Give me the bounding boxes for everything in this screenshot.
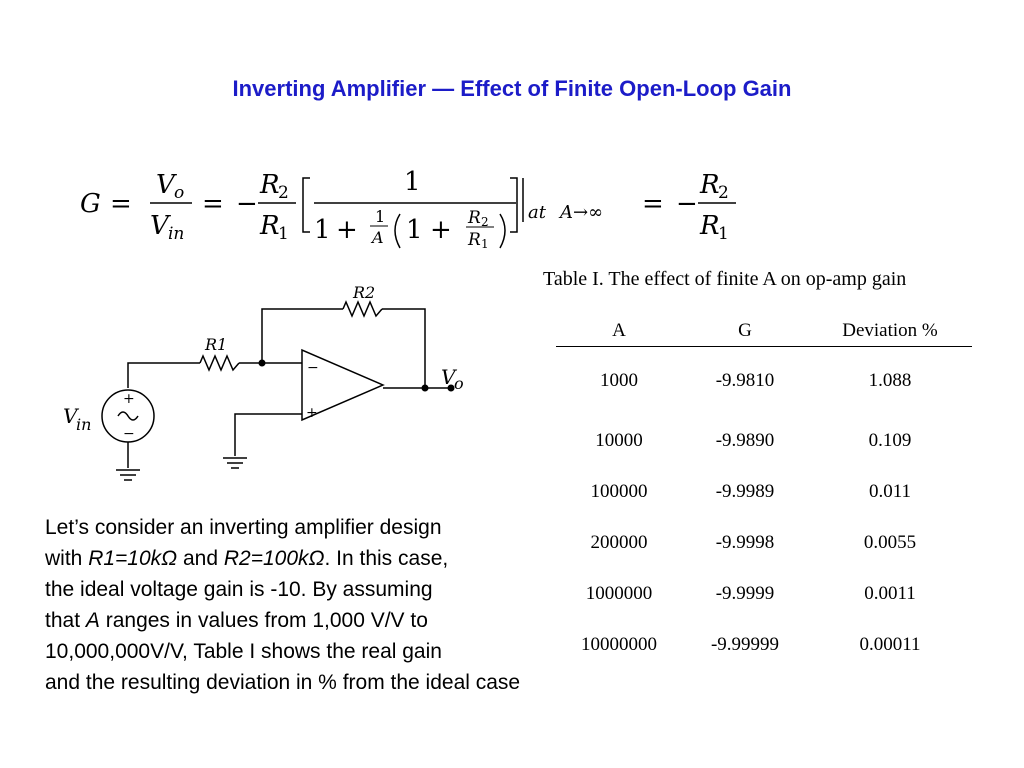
cell-a: 1000000: [585, 582, 653, 604]
inverting-amplifier-schematic: R2 R1 V in V o − + + −: [63, 283, 464, 481]
formula-minus2: −: [676, 189, 698, 219]
formula-r1-sub: 1: [278, 224, 289, 244]
cell-g: -9.9998: [715, 531, 775, 553]
gain-formula: G = V o V in = − R 2 R 1 1 1 + 1 A 1 + R…: [80, 167, 736, 251]
cell-a: 200000: [590, 531, 648, 553]
r2-resistor: [342, 300, 383, 318]
r1-value: R1=10kΩ: [88, 547, 178, 570]
formula-small-a: A: [370, 228, 384, 247]
table-caption: Table I. The effect of finite A on op-am…: [543, 268, 907, 290]
formula-r2-sub: 2: [278, 183, 289, 203]
cell-g: -9.9890: [715, 429, 775, 451]
cell-g: -9.99999: [710, 633, 780, 655]
body-line-4: that A ranges in values from 1,000 V/V t…: [45, 609, 428, 632]
formula-r2b: R: [699, 170, 720, 200]
formula-den-one: 1: [314, 215, 331, 245]
body-line-6: and the resulting deviation in % from th…: [45, 671, 521, 694]
formula-at: at: [528, 202, 547, 223]
r2-value: R2=100kΩ: [223, 547, 325, 570]
cell-deviation: 0.011: [868, 480, 912, 502]
cell-g: -9.9999: [715, 582, 775, 604]
cell-deviation: 0.0011: [864, 582, 916, 604]
junction-dot: [258, 359, 266, 367]
explanation-paragraph: Let’s consider an inverting amplifier de…: [45, 512, 645, 698]
op-amp-triangle: [301, 348, 385, 422]
formula-r1b-sub: 1: [718, 224, 729, 244]
cell-deviation: 1.088: [868, 370, 912, 391]
body-line-5: 10,000,000V/V, Table I shows the real ga…: [45, 640, 442, 663]
cell-a: 10000: [595, 429, 643, 451]
table-row: 1000 -9.9810 1.088: [556, 347, 972, 416]
formula-small-one: 1: [375, 207, 385, 226]
body-line-3: the ideal voltage gain is -10. By assumi…: [45, 578, 433, 601]
feedback-wire: [261, 308, 343, 363]
source-plus-sign: +: [123, 391, 135, 407]
formula-r1-small: R: [467, 230, 481, 250]
body-line-2: with R1=10kΩ and R2=100kΩ. In this case,: [45, 547, 449, 570]
output-terminal: [447, 384, 455, 392]
formula-eq3: =: [642, 189, 664, 219]
formula-r1-small-sub: 1: [481, 237, 489, 251]
formula-vo-sub: o: [174, 183, 184, 203]
r1-label: R1: [204, 335, 227, 354]
cell-deviation: 0.109: [868, 429, 912, 451]
minus-input-sign: −: [307, 360, 319, 376]
formula-vin: V: [150, 211, 171, 241]
table-row: 1000000 -9.9999 0.0011: [556, 568, 972, 619]
formula-vin-sub: in: [168, 224, 184, 244]
formula-eq2: =: [202, 189, 224, 219]
slide-title: Inverting Amplifier — Effect of Finite O…: [232, 76, 792, 101]
formula-plus1: +: [336, 215, 358, 245]
vo-sub: o: [454, 374, 464, 393]
table-row: 200000 -9.9998 0.0055: [556, 517, 972, 568]
vo-label: V: [441, 365, 458, 389]
cell-deviation: 0.00011: [859, 633, 921, 655]
formula-r1b: R: [699, 211, 720, 241]
header-deviation: Deviation %: [808, 316, 972, 347]
formula-minus1: −: [236, 189, 258, 219]
formula-r2-small: R: [467, 208, 481, 228]
plus-input-sign: +: [306, 405, 318, 421]
cell-a: 1000: [600, 370, 638, 391]
vin-sub: in: [76, 415, 91, 434]
table-row: 10000 -9.9890 0.109: [556, 415, 972, 466]
r2-label: R2: [352, 283, 375, 302]
formula-r2-small-sub: 2: [481, 215, 489, 229]
formula-g: G: [80, 189, 101, 219]
cell-g: -9.9810: [715, 370, 775, 391]
input-wire: [127, 362, 200, 388]
formula-eq1: =: [110, 189, 132, 219]
formula-r1: R: [259, 211, 280, 241]
cell-g: -9.9989: [715, 480, 775, 502]
table-row: 10000000 -9.99999 0.00011: [556, 619, 972, 670]
junction-dot: [421, 384, 429, 392]
formula-vo: V: [156, 170, 177, 200]
cell-a: 100000: [590, 480, 648, 502]
formula-r2: R: [259, 170, 280, 200]
header-g: G: [682, 316, 808, 347]
formula-den-one2: 1: [406, 215, 423, 245]
formula-plus2: +: [430, 215, 452, 245]
formula-limit: A→∞: [558, 202, 603, 223]
r1-resistor: [199, 354, 240, 372]
gain-table: A G Deviation % 1000 -9.9810 1.088 10000…: [556, 316, 972, 670]
header-a: A: [556, 316, 682, 347]
formula-one: 1: [404, 167, 421, 197]
a-symbol: A: [85, 609, 100, 632]
body-line-1: Let’s consider an inverting amplifier de…: [45, 516, 442, 539]
cell-a: 10000000: [581, 633, 657, 655]
table-row: 100000 -9.9989 0.011: [556, 466, 972, 517]
formula-r2b-sub: 2: [718, 183, 729, 203]
vin-label: V: [63, 404, 80, 428]
table-header-row: A G Deviation %: [556, 316, 972, 347]
source-minus-sign: −: [123, 426, 135, 442]
cell-deviation: 0.0055: [863, 531, 917, 553]
